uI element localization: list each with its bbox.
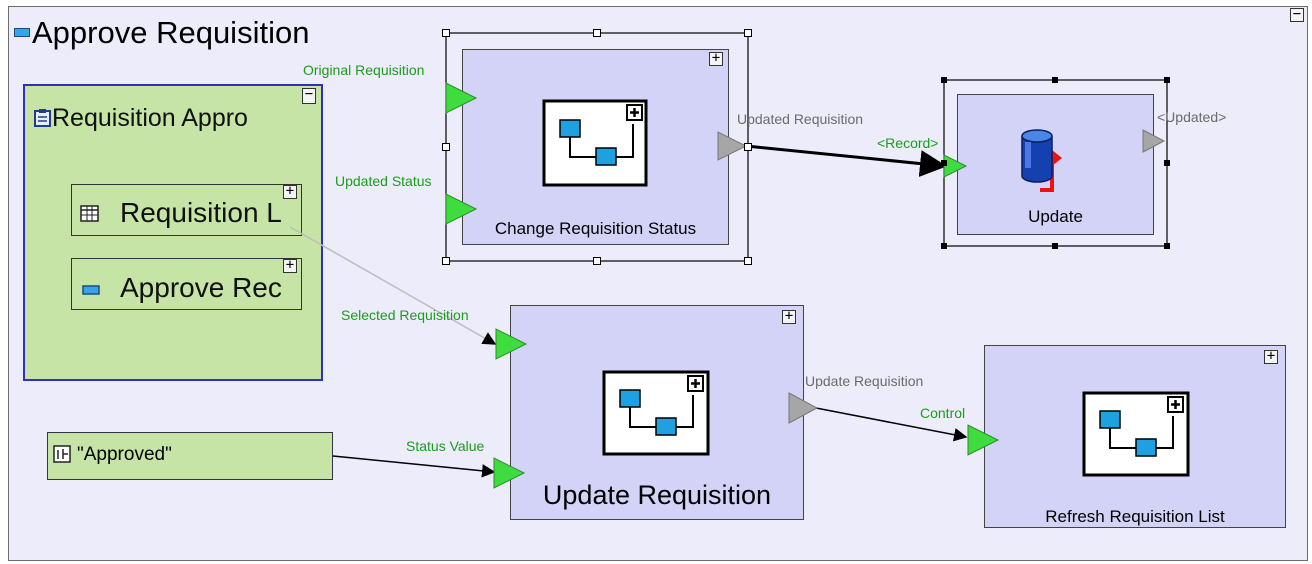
button-control-icon xyxy=(82,285,100,295)
canvas-collapse-button[interactable]: − xyxy=(1290,7,1304,22)
node-label: Refresh Requisition List xyxy=(1045,507,1225,526)
expand-button[interactable]: + xyxy=(782,309,796,324)
grid-table-icon xyxy=(80,205,99,222)
port-label-updated: <Updated> xyxy=(1157,109,1227,125)
edge-update-to-control[interactable] xyxy=(815,407,968,442)
edge-list-to-selected[interactable] xyxy=(289,226,497,345)
group-collapse-button[interactable]: − xyxy=(302,87,316,104)
clipboard-icon xyxy=(34,109,51,127)
resize-handle[interactable] xyxy=(941,160,947,166)
group-item-approve-requisition[interactable] xyxy=(71,258,302,310)
port-output[interactable] xyxy=(1142,129,1166,153)
resize-handle[interactable] xyxy=(1164,160,1170,166)
node-update[interactable] xyxy=(957,94,1154,235)
resize-handle[interactable] xyxy=(1164,243,1170,249)
resize-handle[interactable] xyxy=(1052,77,1058,83)
group-title: Requisition Appro xyxy=(52,104,248,132)
diagram-title: Approve Requisition xyxy=(32,15,310,50)
expand-button[interactable]: + xyxy=(283,184,297,199)
form-icon xyxy=(14,28,30,37)
resize-handle[interactable] xyxy=(442,143,450,151)
database-update-icon xyxy=(1021,129,1062,192)
edge-updated-to-record[interactable] xyxy=(745,144,947,178)
port-output[interactable] xyxy=(717,131,748,161)
port-label-record: <Record> xyxy=(877,135,939,151)
resize-handle[interactable] xyxy=(442,29,450,37)
node-label: Change Requisition Status xyxy=(494,219,697,238)
node-label: Update xyxy=(1028,207,1083,226)
port-label-update-requisition: Update Requisition xyxy=(805,373,924,389)
resize-handle[interactable] xyxy=(1052,243,1058,249)
resize-handle[interactable] xyxy=(941,243,947,249)
port-label-selected-requisition: Selected Requisition xyxy=(341,307,469,323)
resize-handle[interactable] xyxy=(744,143,752,151)
group-item-label: Requisition L xyxy=(120,197,282,228)
expand-button[interactable]: + xyxy=(709,51,723,66)
resize-handle[interactable] xyxy=(1164,77,1170,83)
port-label-updated-requisition: Updated Requisition xyxy=(737,111,864,127)
resize-handle[interactable] xyxy=(593,257,601,265)
port-input[interactable] xyxy=(495,328,528,360)
resize-handle[interactable] xyxy=(744,29,752,37)
port-label-status-value: Status Value xyxy=(406,438,485,454)
expand-button[interactable]: + xyxy=(283,258,297,273)
resize-handle[interactable] xyxy=(442,257,450,265)
port-input[interactable] xyxy=(445,82,478,114)
port-label-original-requisition: Original Requisition xyxy=(303,62,425,78)
port-label-control: Control xyxy=(920,405,966,421)
constant-value-icon xyxy=(53,445,71,463)
port-label-updated-status: Updated Status xyxy=(335,173,432,189)
edge-approved-to-status[interactable] xyxy=(332,455,496,478)
subflow-icon xyxy=(1082,391,1190,477)
group-item-requisition-list[interactable] xyxy=(71,184,302,236)
subflow-icon xyxy=(542,99,648,187)
node-label: Update Requisition xyxy=(542,480,772,510)
subflow-icon xyxy=(602,370,710,456)
port-output[interactable] xyxy=(788,392,819,424)
constant-label: "Approved" xyxy=(77,444,172,465)
port-input[interactable] xyxy=(445,193,478,225)
expand-button[interactable]: + xyxy=(1264,349,1278,364)
resize-handle[interactable] xyxy=(941,77,947,83)
group-item-label: Approve Rec xyxy=(120,272,282,303)
resize-handle[interactable] xyxy=(593,29,601,37)
port-input[interactable] xyxy=(967,424,1000,456)
port-input[interactable] xyxy=(493,457,526,489)
port-input[interactable] xyxy=(943,154,968,178)
resize-handle[interactable] xyxy=(744,257,752,265)
constant-approved[interactable] xyxy=(47,432,333,480)
